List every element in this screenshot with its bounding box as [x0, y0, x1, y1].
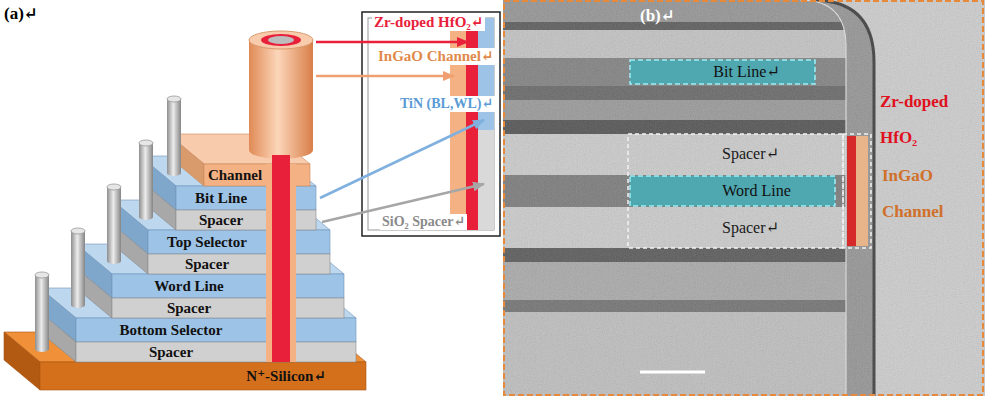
panel-label: (a)↵: [4, 4, 38, 24]
layer-slab: Spacer: [176, 210, 266, 230]
core: [268, 36, 294, 44]
layer-front: [76, 318, 356, 342]
leader-arrow: [316, 75, 454, 78]
region-label: Spacer↵: [722, 219, 779, 237]
callout-label: Zr-doped HfO₂: [880, 84, 980, 156]
tem-ground: [503, 0, 985, 396]
channel-liner: [290, 164, 296, 362]
contact-pillar: [139, 140, 153, 146]
channel-cylinder: [249, 40, 313, 150]
channel-liner: [266, 164, 272, 362]
node-text: Bit Line: [195, 190, 247, 207]
oxide-pillar: [272, 155, 290, 362]
node-text: Spacer: [167, 300, 211, 317]
layer-slab: Spacer: [112, 298, 266, 318]
tem-grain: [503, 0, 985, 396]
tem-region: Bit Line↵: [630, 60, 815, 84]
oxide-film: [847, 136, 856, 246]
layer-front: [112, 298, 344, 318]
node-text: Spacer: [185, 256, 229, 273]
highlight-box: [630, 60, 815, 84]
node-text: Channel: [208, 167, 262, 184]
layer-slab: Bit Line: [176, 186, 266, 210]
leader-arrow: [320, 120, 484, 198]
contact-pillar: [167, 170, 181, 176]
layer-slab: Spacer: [76, 342, 266, 362]
inset-frame: [362, 12, 500, 236]
channel-top: [249, 31, 313, 49]
callout-label: InGaO Channel↵: [376, 48, 496, 65]
scale-bar: [640, 371, 705, 374]
oxide-ring: [261, 34, 301, 46]
device-stack: [4, 31, 366, 390]
leader-arrow: [316, 41, 468, 44]
node-text: Spacer: [199, 212, 243, 229]
node-text: Spacer: [149, 344, 193, 361]
layer-front: [76, 342, 356, 362]
contact-pillar: [139, 143, 153, 217]
layer-slab: Spacer: [148, 254, 266, 274]
panel-label: (b)↵: [640, 6, 675, 26]
contact-pillar: [71, 228, 85, 234]
contact-pillar: [139, 214, 153, 220]
highlight-box: [630, 176, 835, 206]
tem-image: [503, 0, 985, 396]
node-text: Bit Line↵: [713, 63, 779, 81]
region-label: Spacer↵: [722, 145, 779, 163]
contact-pillar: [35, 346, 49, 352]
callout-label: SiO₂ Spacer↵: [380, 214, 467, 230]
channel-film: [856, 136, 868, 246]
layer-slab: Bottom Selector: [76, 318, 266, 342]
substrate-side: [4, 332, 40, 390]
spacer-strip: [478, 130, 494, 230]
node-text: Word Line: [722, 182, 790, 200]
contact-pillar: [35, 272, 49, 278]
layer-front: [148, 254, 330, 274]
substrate-front: [40, 362, 366, 390]
node-text: N⁺-Silicon↵: [246, 368, 326, 385]
contact-pillar: [71, 302, 85, 308]
callout-label: InGaO Channel: [882, 158, 982, 230]
contact-pillar: [71, 231, 85, 305]
layer-front: [112, 274, 344, 298]
layer-slab: Channel: [204, 164, 266, 186]
substrate-slab: N⁺-Silicon↵: [40, 362, 366, 390]
contact-pillar: [107, 187, 121, 261]
contact-pillar: [107, 184, 121, 190]
contact-pillar: [35, 275, 49, 349]
leader-arrows: [316, 42, 484, 222]
contact-pillars: [35, 96, 181, 352]
layer-inset: [362, 12, 500, 236]
callout-label: TiN (BL,WL)↵: [398, 96, 495, 112]
contact-pillar: [107, 258, 121, 264]
node-text: Word Line: [154, 278, 224, 295]
contact-pillar: [167, 96, 181, 102]
layer-slab: Word Line: [112, 274, 266, 298]
dashed-box: [843, 134, 871, 248]
layer-slab: Top Selector: [148, 230, 266, 254]
dashed-box: [628, 134, 843, 248]
tin-strip: [478, 18, 494, 130]
layer-front: [148, 230, 330, 254]
callout-label: Zr-doped HfO₂↵: [372, 14, 485, 31]
node-text: Top Selector: [167, 234, 247, 251]
panel-frame: [504, 1, 983, 395]
contact-pillar: [167, 99, 181, 173]
node-text: Bottom Selector: [120, 322, 223, 339]
tem-region: Word Line: [630, 176, 835, 206]
